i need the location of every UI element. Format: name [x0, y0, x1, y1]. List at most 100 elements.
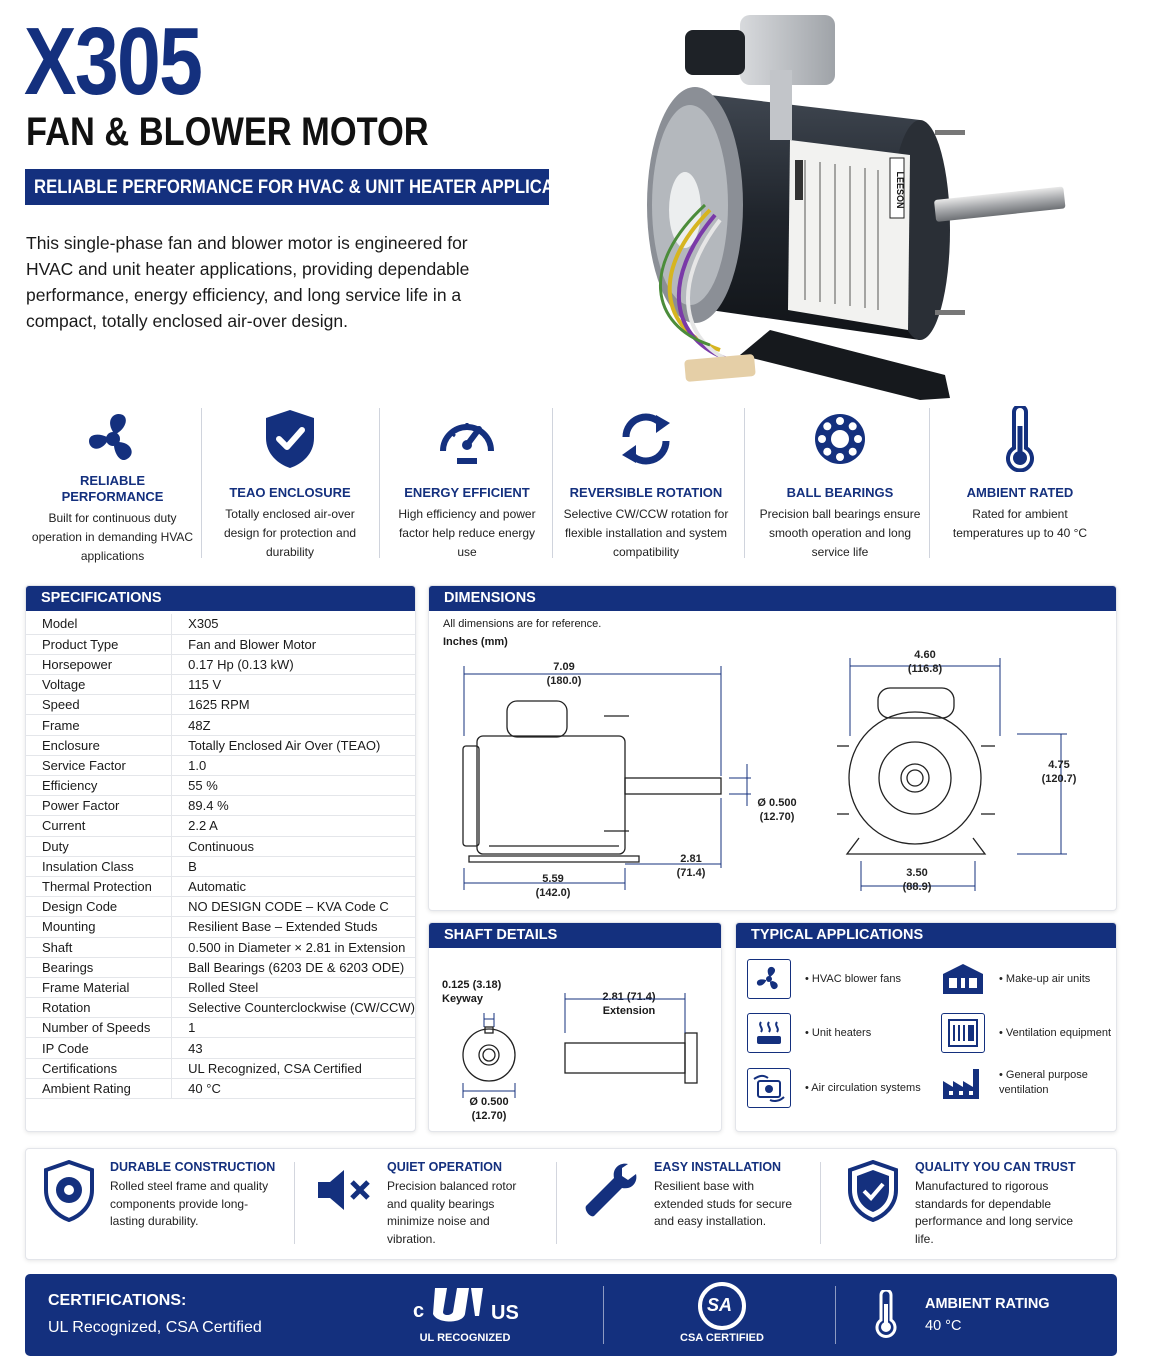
applications-panel: TYPICAL APPLICATIONS • HVAC blower fans …: [735, 922, 1117, 1132]
spec-value: Automatic: [171, 876, 415, 898]
spec-key: Bearings: [26, 957, 173, 978]
feature-desc: Selective CW/CCW rotation for flexible i…: [563, 507, 729, 559]
divider: [552, 408, 553, 558]
app-air-circulation-systems: • Air circulation systems: [747, 1068, 921, 1108]
spec-value: Rolled Steel: [171, 977, 415, 999]
dimensions-heading: DIMENSIONS: [429, 586, 1116, 611]
gear-shield-icon: [44, 1159, 94, 1223]
page-subtitle: FAN & BLOWER MOTOR: [26, 110, 429, 154]
extension-label: 2.81 (71.4)Extension: [602, 991, 656, 1017]
applications-heading: TYPICAL APPLICATIONS: [736, 923, 1116, 948]
spec-value: Ball Bearings (6203 DE & 6203 ODE): [171, 957, 415, 978]
shaft-details-heading: SHAFT DETAILS: [429, 923, 721, 948]
benefit-icon-durable: [42, 1159, 96, 1227]
feature-teao-enclosure: TEAO ENCLOSURE Totally enclosed air-over…: [210, 405, 370, 560]
spec-key: Mounting: [26, 916, 173, 938]
motor-body-outline: [476, 735, 626, 855]
shaft-drawing: [462, 993, 698, 1098]
tagline-text: RELIABLE PERFORMANCE FOR HVAC & UNIT HEA…: [34, 177, 604, 198]
spec-value: 0.17 Hp (0.13 kW): [171, 654, 415, 676]
spec-value: Fan and Blower Motor: [171, 634, 415, 655]
feature-title: AMBIENT RATED: [966, 485, 1074, 500]
spec-value: 40 °C: [171, 1078, 415, 1100]
bearing-icon: [815, 414, 865, 464]
spec-key: Enclosure: [26, 735, 173, 756]
feature-title: BALL BEARINGS: [786, 485, 894, 500]
benefit-icon-install: [582, 1160, 642, 1227]
cert-heading: CERTIFICATIONS:: [48, 1292, 187, 1309]
keyway-label: 0.125 (3.18)Keyway: [442, 979, 502, 1005]
factory-icon: [943, 1069, 979, 1099]
benefit-easy-installation: EASY INSTALLATION Resilient base with ex…: [654, 1160, 793, 1228]
spec-value: 55 %: [171, 775, 415, 797]
spec-value: Continuous: [171, 836, 415, 857]
dimensions-note: All dimensions are for reference.: [443, 618, 602, 630]
mute-icon: [318, 1170, 370, 1210]
spec-value: 115 V: [171, 674, 415, 696]
spec-value: Resilient Base – Extended Studs: [171, 916, 415, 938]
app-make-up-air-units: • Make-up air units: [941, 959, 1090, 999]
tagline-banner: RELIABLE PERFORMANCE FOR HVAC & UNIT HEA…: [25, 169, 604, 205]
spec-value: Totally Enclosed Air Over (TEAO): [171, 735, 415, 756]
feature-title: TEAO ENCLOSURE: [229, 485, 351, 500]
divider: [929, 408, 930, 558]
air-circulation-icon: [753, 1074, 785, 1102]
app-hvac-blower-fans: • HVAC blower fans: [747, 959, 901, 999]
motor-product-image: LEESON: [647, 15, 1066, 400]
spec-key: Product Type: [26, 634, 173, 655]
spec-key: Number of Speeds: [26, 1017, 173, 1039]
dimensions-panel: DIMENSIONS All dimensions are for refere…: [428, 585, 1117, 911]
spec-key: Design Code: [26, 896, 173, 918]
feature-ball-bearings: BALL BEARINGS Precision ball bearings en…: [758, 405, 922, 560]
fan-icon: [88, 413, 132, 461]
spec-key: Ambient Rating: [26, 1078, 173, 1100]
spec-value: Selective Counterclockwise (CW/CCW): [171, 997, 415, 1019]
benefit-icon-quiet: [314, 1168, 374, 1217]
specifications-heading: SPECIFICATIONS: [26, 586, 415, 611]
ambient-heading: AMBIENT RATING: [925, 1296, 1050, 1312]
shield-check-icon: [266, 410, 314, 468]
page-title: X305: [24, 8, 203, 115]
app-general-purpose-ventilation: • General purpose ventilation: [941, 1063, 1109, 1103]
feature-reversible-rotation: REVERSIBLE ROTATION Selective CW/CCW rot…: [558, 405, 734, 560]
dimensions-units: Inches (mm): [443, 636, 508, 648]
heater-icon: [757, 1021, 781, 1044]
nameplate-brand: LEESON: [895, 171, 905, 208]
spec-key: Efficiency: [26, 775, 173, 797]
thermometer-icon: [1006, 406, 1034, 472]
app-unit-heaters: • Unit heaters: [747, 1013, 871, 1053]
feature-ambient-rated: AMBIENT RATED Rated for ambient temperat…: [940, 405, 1100, 560]
spec-key: Thermal Protection: [26, 876, 173, 898]
spec-key: Frame Material: [26, 977, 173, 999]
benefit-quiet-operation: QUIET OPERATION Precision balanced rotor…: [387, 1160, 517, 1246]
feature-title: ENERGY EFFICIENT: [404, 485, 530, 500]
intro-paragraph: This single-phase fan and blower motor i…: [26, 233, 470, 331]
spec-value: 1.0: [171, 755, 415, 777]
spec-value: 43: [171, 1037, 415, 1059]
spec-value: 1625 RPM: [171, 694, 415, 716]
blower-fan-icon: [756, 966, 778, 990]
spec-value: X305: [171, 614, 415, 635]
divider: [379, 408, 380, 558]
ambient-value: 40 °C: [925, 1318, 962, 1334]
spec-key: Duty: [26, 836, 173, 857]
spec-value: 1: [171, 1017, 415, 1039]
divider: [201, 408, 202, 558]
